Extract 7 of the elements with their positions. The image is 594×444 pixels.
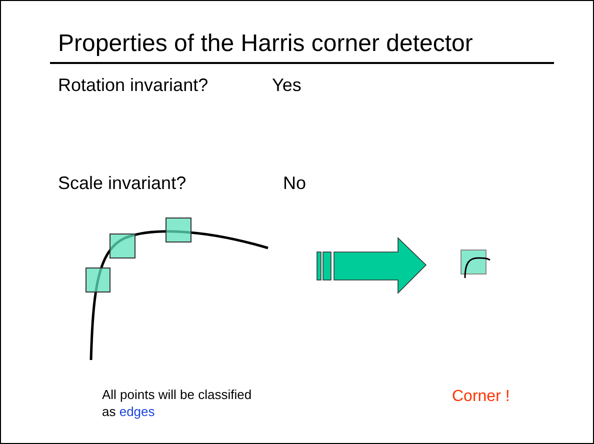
result-text: Corner ! (452, 388, 510, 406)
slide-title: Properties of the Harris corner detector (58, 30, 473, 58)
caption-text: All points will be classified as edges (102, 386, 252, 420)
answer-text: Yes (272, 75, 302, 96)
question-text: Scale invariant? (58, 173, 186, 194)
question-text: Rotation invariant? (58, 75, 208, 96)
answer-text: No (283, 173, 306, 194)
